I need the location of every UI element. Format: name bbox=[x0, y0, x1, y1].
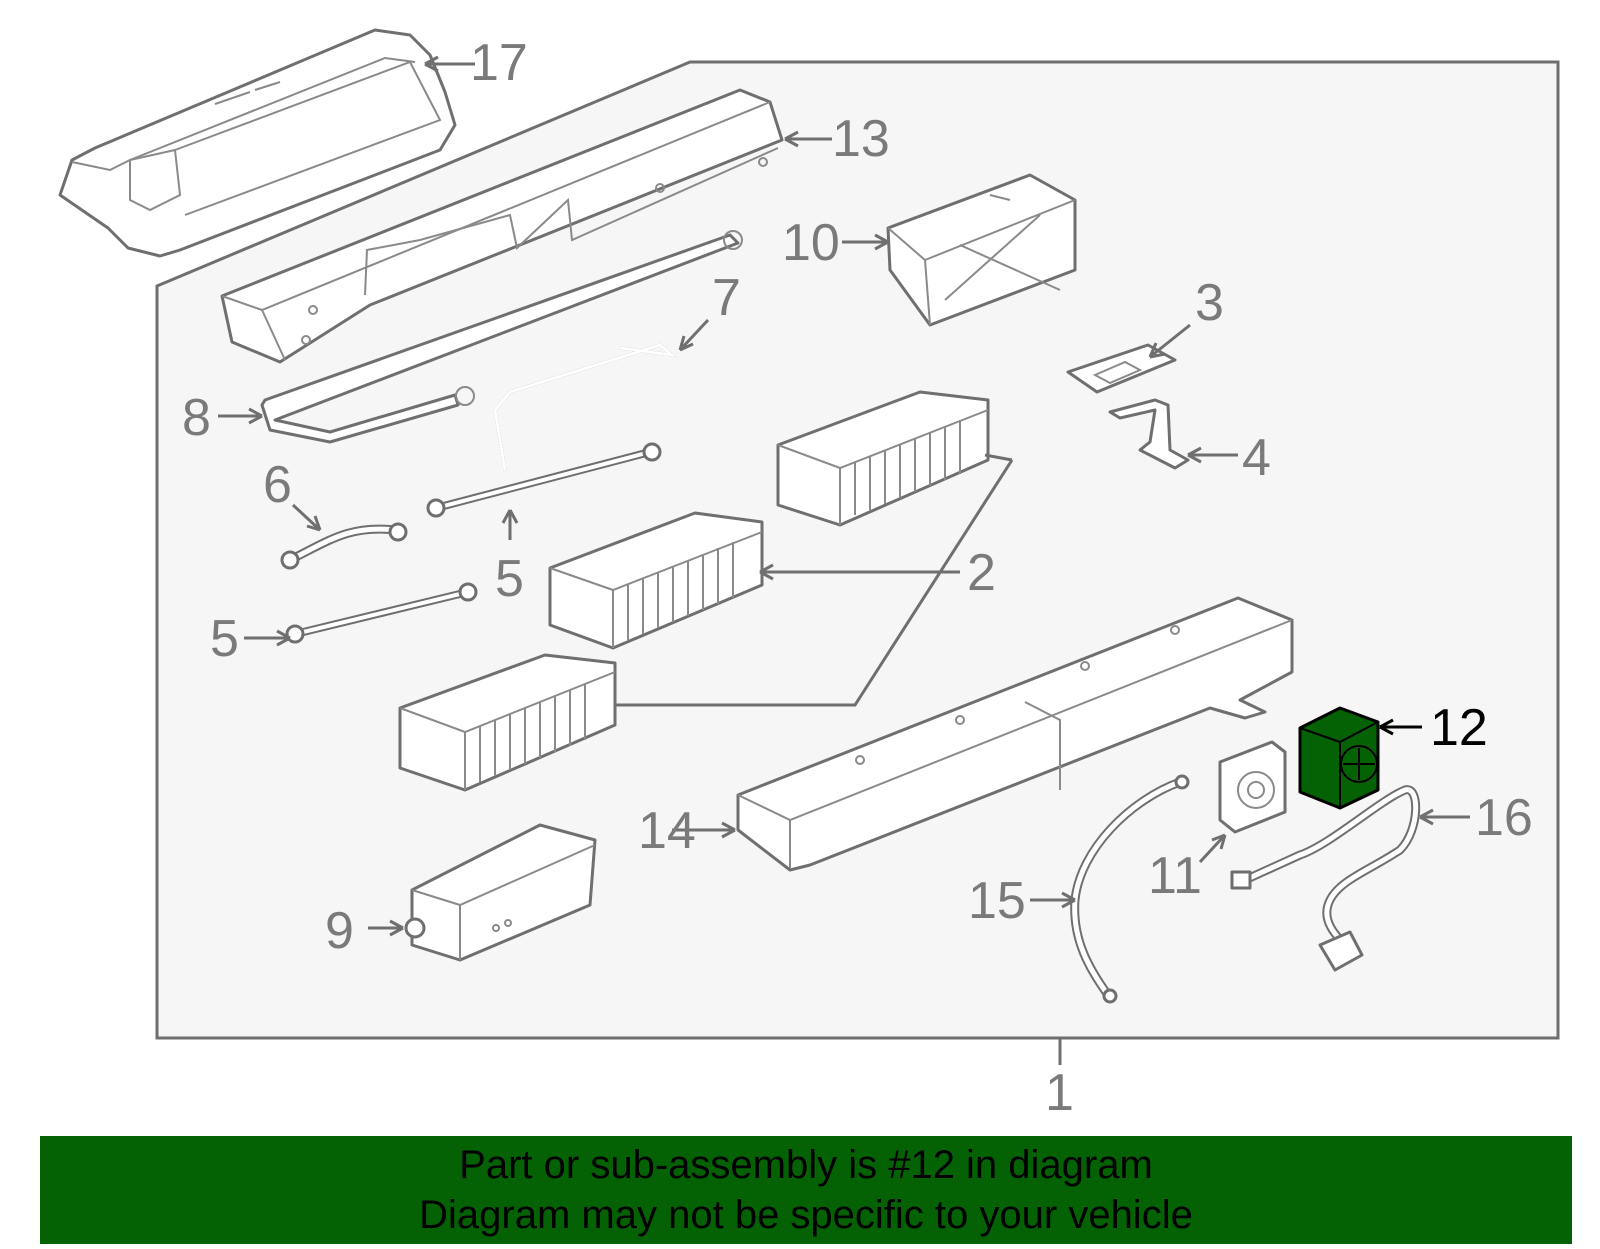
banner-line-1: Part or sub-assembly is #12 in diagram bbox=[459, 1143, 1153, 1187]
part-16-sensor-cable bbox=[1230, 785, 1421, 972]
callout-5-upper: 5 bbox=[495, 550, 524, 608]
leader-12 bbox=[1379, 718, 1422, 736]
info-banner: Part or sub-assembly is #12 in diagram D… bbox=[40, 1136, 1572, 1244]
part-5-strap-lower bbox=[285, 582, 478, 644]
part-13-upper-tray bbox=[220, 88, 784, 364]
part-8-cable bbox=[260, 230, 743, 444]
callout-12: 12 bbox=[1430, 699, 1488, 757]
part-10-bracket bbox=[886, 173, 1077, 327]
callout-3: 3 bbox=[1195, 274, 1224, 332]
callout-14: 14 bbox=[638, 802, 696, 860]
callout-6: 6 bbox=[263, 456, 292, 514]
callout-1: 1 bbox=[1045, 1064, 1074, 1122]
part-9-junction-block bbox=[404, 823, 597, 962]
part-2-module-bottom bbox=[398, 653, 617, 792]
callout-13: 13 bbox=[832, 110, 890, 168]
part-5-strap-upper bbox=[426, 442, 662, 518]
part-4-clip bbox=[1108, 398, 1190, 470]
callout-7: 7 bbox=[712, 269, 741, 327]
part-6-cable bbox=[280, 522, 408, 570]
callout-15: 15 bbox=[968, 872, 1026, 930]
callout-17: 17 bbox=[470, 34, 528, 92]
callout-9: 9 bbox=[325, 902, 354, 960]
leader-lines bbox=[218, 55, 1470, 937]
part-15-cable bbox=[1070, 774, 1190, 1004]
callout-10: 10 bbox=[782, 214, 840, 272]
callout-4: 4 bbox=[1242, 429, 1271, 487]
part-12-relay-highlighted bbox=[1298, 706, 1380, 810]
callout-2: 2 bbox=[967, 544, 996, 602]
leader-2 bbox=[615, 459, 1014, 707]
part-17-upper-cover bbox=[58, 28, 457, 258]
callout-8: 8 bbox=[182, 389, 211, 447]
part-2-module-top bbox=[776, 390, 990, 527]
part-14-lower-tray bbox=[736, 596, 1294, 872]
leader-2-top bbox=[984, 453, 1013, 462]
callout-16: 16 bbox=[1475, 789, 1533, 847]
part-2-module-middle bbox=[548, 511, 764, 650]
callout-5-lower: 5 bbox=[210, 610, 239, 668]
part-3-plate bbox=[1066, 343, 1177, 394]
part-11-fan bbox=[1218, 740, 1287, 834]
assembly-frame bbox=[155, 60, 1560, 1040]
banner-line-2: Diagram may not be specific to your vehi… bbox=[419, 1193, 1193, 1237]
part-7-cable bbox=[493, 343, 677, 471]
callout-11: 11 bbox=[1148, 847, 1202, 905]
